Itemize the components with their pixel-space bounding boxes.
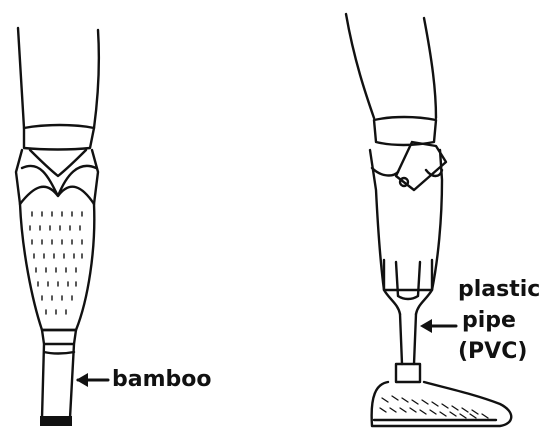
pvc-arrowhead (420, 319, 432, 333)
right-thigh (346, 14, 436, 118)
right-ankle-collar (396, 364, 420, 382)
bamboo-pylon (42, 330, 76, 418)
bamboo-arrowhead (76, 373, 88, 387)
bamboo-tip (40, 416, 72, 426)
label-plastic: plastic (458, 276, 540, 304)
left-thigh (18, 28, 99, 128)
left-socket-texture (30, 212, 82, 314)
pvc-pipe-pylon (400, 314, 416, 364)
left-cuff-straps (20, 150, 96, 204)
right-foot-texture (380, 396, 488, 418)
right-socket-brim (372, 168, 442, 176)
left-knee-strap (24, 125, 94, 150)
label-pvc: (PVC) (458, 338, 527, 366)
pvc-fork-adapter (384, 260, 432, 314)
label-pipe: pipe (462, 307, 516, 335)
right-knee-strap (374, 117, 436, 145)
left-leg-bamboo-prosthesis (16, 28, 108, 426)
label-bamboo: bamboo (112, 366, 212, 394)
right-knee-bracket (396, 142, 446, 190)
left-socket (20, 204, 94, 330)
